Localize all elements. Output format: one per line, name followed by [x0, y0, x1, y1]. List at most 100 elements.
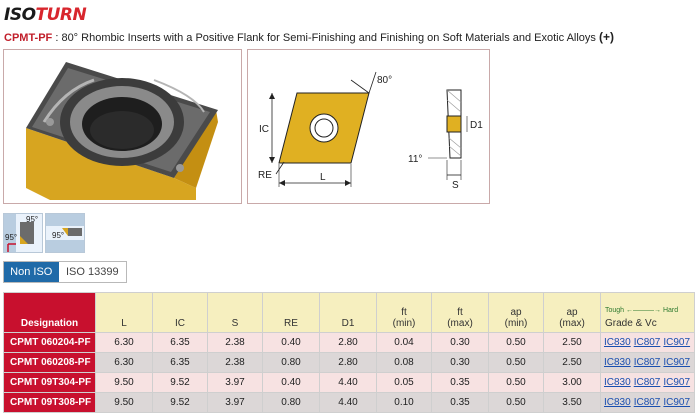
col-re: RE	[262, 292, 320, 333]
cell-d1: 4.40	[319, 372, 377, 393]
col-s: S	[207, 292, 263, 333]
cell-ft-min: 0.05	[376, 372, 432, 393]
cell-ap-min: 0.50	[488, 392, 544, 413]
cell-s: 2.38	[207, 332, 263, 353]
insert-photo-panel	[3, 49, 242, 204]
cell-ap-max: 3.00	[543, 372, 601, 393]
grade-link-ic907[interactable]: IC907	[663, 357, 691, 368]
toolholder-internal-icon[interactable]: 95°	[45, 213, 85, 253]
grade-link-ic830[interactable]: IC830	[604, 377, 631, 388]
cell-re: 0.80	[262, 352, 320, 373]
cell-ft-max: 0.35	[431, 372, 489, 393]
insert-specs-table: Designation L IC S RE D1 ft (min) ft (ma…	[3, 292, 695, 413]
cell-ft-min: 0.08	[376, 352, 432, 373]
table-row: CPMT 09T304-PF 9.50 9.52 3.97 0.40 4.40 …	[3, 372, 695, 393]
grade-link-ic807[interactable]: IC807	[633, 337, 661, 348]
cell-ft-min: 0.10	[376, 392, 432, 413]
col-ap-max: ap (max)	[543, 292, 601, 333]
grade-heading: Grade & Vc	[605, 318, 657, 329]
re-dimension-label: RE	[258, 170, 272, 181]
grade-link-ic907[interactable]: IC907	[663, 397, 691, 408]
standard-tabs: Non ISO ISO 13399	[3, 261, 127, 283]
expand-plus-icon[interactable]: (+)	[598, 30, 614, 44]
col-ap-min: ap (min)	[488, 292, 544, 333]
cell-ft-max: 0.30	[431, 332, 489, 353]
s-dimension-label: S	[452, 180, 459, 191]
grade-link-ic807[interactable]: IC807	[633, 397, 661, 408]
product-code: CPMT-PF	[4, 32, 53, 44]
cell-ft-min: 0.04	[376, 332, 432, 353]
page-title: CPMT-PF : 80° Rhombic Inserts with a Pos…	[4, 30, 614, 44]
cell-ic: 6.35	[152, 352, 208, 373]
col-ft-min: ft (min)	[376, 292, 432, 333]
cell-ic: 9.52	[152, 392, 208, 413]
cell-ap-max: 2.50	[543, 332, 601, 353]
insert-photo-image	[26, 62, 218, 200]
col-designation: Designation	[3, 292, 96, 333]
row-designation[interactable]: CPMT 09T304-PF	[3, 372, 96, 393]
clearance-angle-label: 11°	[408, 154, 422, 165]
row-designation[interactable]: CPMT 060204-PF	[3, 332, 96, 353]
cell-ap-max: 2.50	[543, 352, 601, 373]
grade-scale: Tough ←———→ Hard	[605, 307, 679, 314]
product-description: : 80° Rhombic Inserts with a Positive Fl…	[52, 32, 599, 44]
insert-technical-drawing: IC 80° RE L D1 11° S	[258, 71, 483, 191]
logo-turn-text: TURN	[35, 5, 87, 25]
col-grade: Tough ←———→ Hard Grade & Vc	[600, 292, 695, 333]
toolholder-icons: 95° 95° 95°	[3, 213, 85, 253]
cell-s: 3.97	[207, 392, 263, 413]
toolholder-external-icon[interactable]: 95° 95°	[3, 213, 43, 253]
cell-re: 0.80	[262, 392, 320, 413]
l-dimension-label: L	[320, 172, 326, 183]
col-ic: IC	[152, 292, 208, 333]
grade-link-ic830[interactable]: IC830	[604, 397, 631, 408]
col-l: L	[95, 292, 153, 333]
tab-iso-13399[interactable]: ISO 13399	[65, 266, 119, 278]
angle-80-label: 80°	[377, 75, 392, 86]
grade-link-ic907[interactable]: IC907	[663, 337, 691, 348]
col-d1: D1	[319, 292, 377, 333]
cell-ft-max: 0.35	[431, 392, 489, 413]
table-header-row: Designation L IC S RE D1 ft (min) ft (ma…	[3, 292, 695, 333]
cell-d1: 4.40	[319, 392, 377, 413]
cell-s: 2.38	[207, 352, 263, 373]
logo-iso-text: ISO	[4, 5, 36, 25]
grade-link-ic807[interactable]: IC807	[633, 377, 661, 388]
ic-dimension-label: IC	[259, 124, 269, 135]
table-row: CPMT 060208-PF 6.30 6.35 2.38 0.80 2.80 …	[3, 352, 695, 373]
cell-d1: 2.80	[319, 332, 377, 353]
cell-ap-min: 0.50	[488, 372, 544, 393]
grade-link-ic807[interactable]: IC807	[633, 357, 661, 368]
table-row: CPMT 09T308-PF 9.50 9.52 3.97 0.80 4.40 …	[3, 392, 695, 413]
cell-d1: 2.80	[319, 352, 377, 373]
col-ft-max: ft (max)	[431, 292, 489, 333]
d1-dimension-label: D1	[470, 120, 483, 131]
mini-icon-angle-1: 95°	[26, 215, 38, 224]
cell-ic: 6.35	[152, 332, 208, 353]
cell-ic: 9.52	[152, 372, 208, 393]
grade-link-ic830[interactable]: IC830	[604, 357, 631, 368]
cell-l: 6.30	[95, 332, 153, 353]
row-designation[interactable]: CPMT 09T308-PF	[3, 392, 96, 413]
cell-l: 9.50	[95, 372, 153, 393]
grade-link-ic830[interactable]: IC830	[604, 337, 631, 348]
grade-link-ic907[interactable]: IC907	[663, 377, 691, 388]
cell-ap-max: 3.50	[543, 392, 601, 413]
insert-drawing-panel: IC 80° RE L D1 11° S	[247, 49, 490, 204]
cell-s: 3.97	[207, 372, 263, 393]
cell-l: 6.30	[95, 352, 153, 373]
cell-ap-min: 0.50	[488, 332, 544, 353]
mini-icon-angle-2: 95°	[5, 233, 17, 242]
mini-icon-angle-3: 95°	[52, 231, 64, 240]
cell-re: 0.40	[262, 372, 320, 393]
cell-ft-max: 0.30	[431, 352, 489, 373]
tab-non-iso[interactable]: Non ISO	[4, 262, 59, 282]
table-row: CPMT 060204-PF 6.30 6.35 2.38 0.40 2.80 …	[3, 332, 695, 353]
row-designation[interactable]: CPMT 060208-PF	[3, 352, 96, 373]
cell-re: 0.40	[262, 332, 320, 353]
